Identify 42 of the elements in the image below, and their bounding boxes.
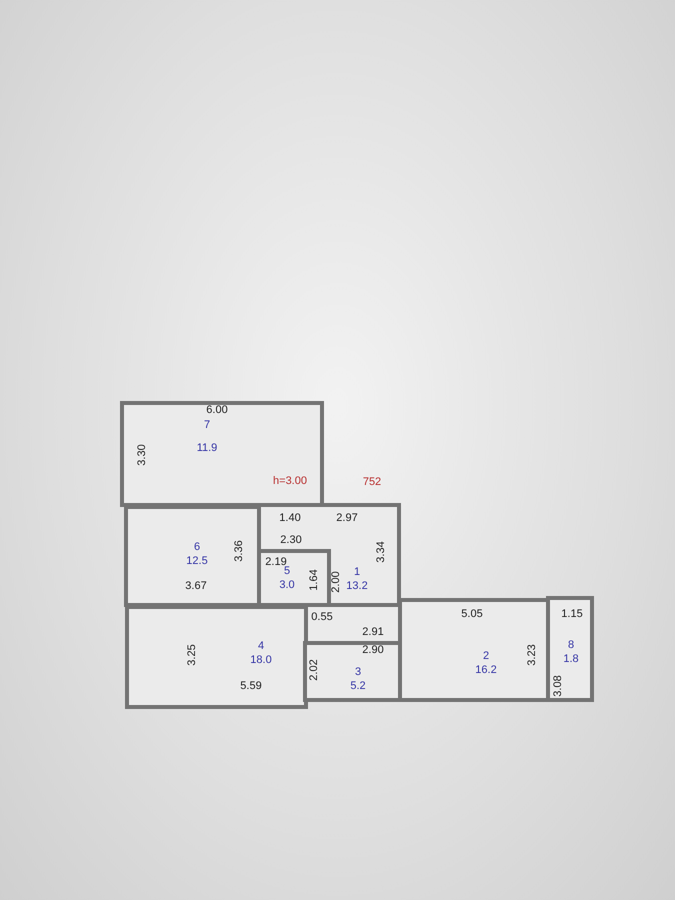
dimension-label: 3.34 [375,541,387,563]
dimension-label: 0.55 [311,611,333,623]
room-number: 5 [284,565,290,577]
dimension-label: 3.25 [186,644,198,666]
dimension-label: 2.19 [265,556,287,568]
plan-note: 752 [362,476,382,488]
dimension-label: 3.30 [136,444,148,466]
room-number: 8 [568,639,574,651]
dimension-label: 6.00 [206,404,228,416]
room-area: 11.9 [196,442,218,454]
room-number: 6 [194,541,200,553]
room-area: 18.0 [250,654,272,666]
dimension-label: 1.15 [561,608,583,620]
room-number: 7 [204,419,210,431]
room-number: 4 [258,640,264,652]
room-area: 1.8 [563,653,579,665]
room-outline [546,596,594,702]
room-outline [125,605,308,709]
dimension-label: 2.30 [280,534,302,546]
dimension-label: 5.05 [461,608,483,620]
plan-note: h=3.00 [273,475,307,487]
dimension-label: 2.00 [330,571,342,593]
room-number: 1 [354,566,360,578]
room-area: 3.0 [279,579,295,591]
room-outline [120,401,324,507]
dimension-label: 1.64 [308,569,320,591]
dimension-label: 2.90 [362,644,384,656]
room-area: 16.2 [475,664,497,676]
dimension-label: 3.08 [552,675,564,697]
dimension-label: 5.59 [240,680,262,692]
dimension-label: 3.23 [526,644,538,666]
dimension-label: 2.97 [336,512,358,524]
room-area: 5.2 [350,680,366,692]
dimension-label: 1.40 [279,512,301,524]
dimension-label: 3.67 [185,580,207,592]
room-area: 13.2 [346,580,368,592]
dimension-label: 3.36 [233,540,245,562]
room-area: 12.5 [186,555,208,567]
dimension-label: 2.91 [362,626,384,638]
room-number: 3 [354,666,362,678]
dimension-label: 2.02 [308,659,320,681]
room-number: 2 [482,650,490,662]
